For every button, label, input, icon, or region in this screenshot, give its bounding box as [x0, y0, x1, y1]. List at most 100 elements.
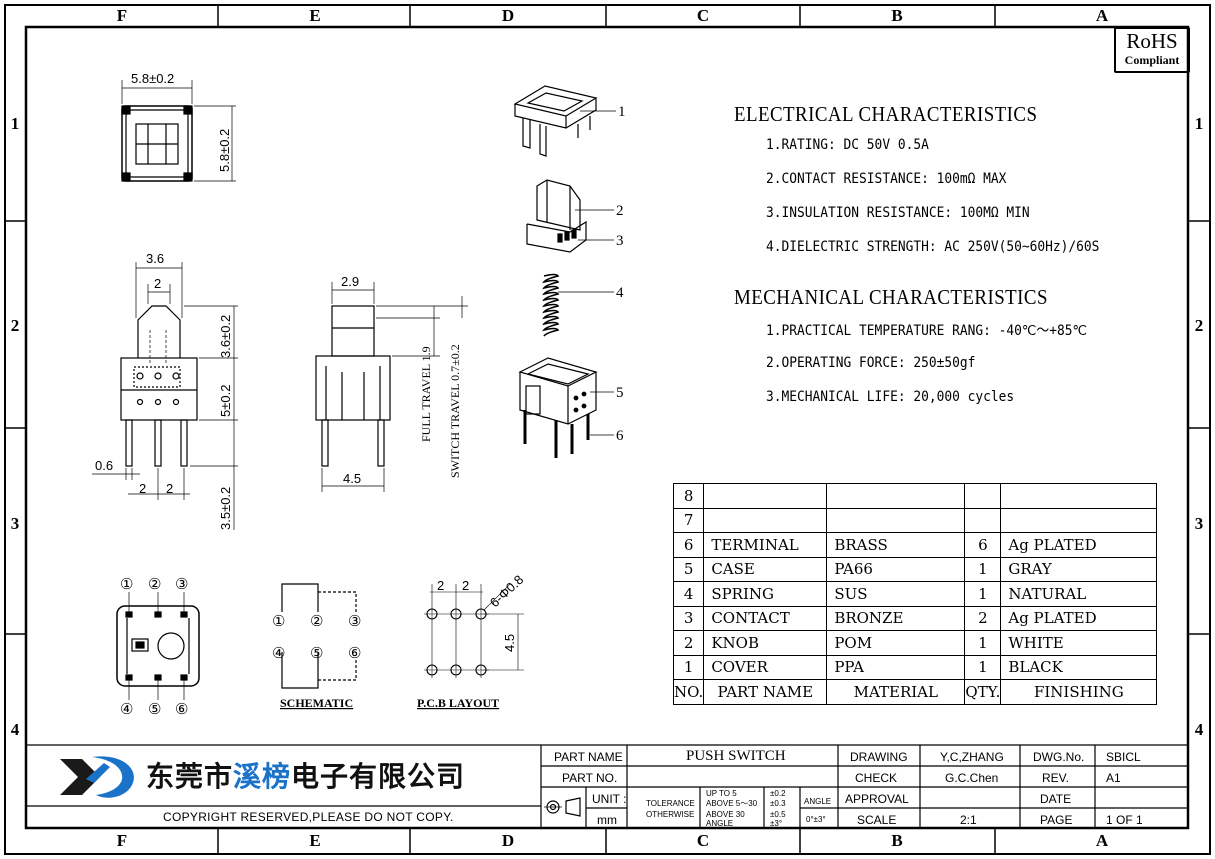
electrical-item-4: 4.DIELECTRIC STRENGTH: AC 250V(50~60Hz)/…	[766, 239, 1100, 255]
bom-cell-name: TERMINAL	[703, 532, 828, 558]
tb-rev: A1	[1106, 771, 1121, 785]
bom-cell-material: BRONZE	[826, 605, 966, 631]
bom-cell-name: COVER	[703, 654, 828, 680]
tb-tol-range-4: ANGLE	[706, 819, 734, 828]
dim-top-height: 5.8±0.2	[217, 129, 232, 172]
zone-left-4: 4	[10, 720, 20, 739]
mechanical-item-3: 3.MECHANICAL LIFE: 20,000 cycles	[766, 389, 1015, 405]
zone-right-1: 1	[1194, 114, 1204, 133]
bom-cell-material	[826, 483, 966, 509]
tb-tol-value-4: ±3°	[770, 819, 783, 828]
schematic-label: SCHEMATIC	[280, 696, 353, 710]
bom-cell-no: 2	[672, 630, 705, 656]
mechanical-item-1: 1.PRACTICAL TEMPERATURE RANG: -40℃～+85℃	[766, 323, 1087, 339]
schem-pin-1: ①	[272, 613, 285, 630]
dim-switch-travel: SWITCH TRAVEL 0.7±0.2	[448, 344, 462, 478]
front-view	[92, 262, 238, 530]
dim-front-width: 3.6	[146, 251, 164, 266]
zone-top-b: B	[891, 6, 903, 25]
pcb-pitch-b: 2	[462, 578, 469, 593]
schem-pin-2: ②	[310, 613, 323, 630]
tb-unit: mm	[597, 813, 617, 827]
bom-cell-qty: 1	[964, 581, 1002, 607]
dim-front-h1: 3.6±0.2	[218, 315, 233, 358]
bom-cell-qty	[964, 507, 1002, 533]
schem-pin-6: ⑥	[348, 645, 361, 662]
zone-bottom-a: A	[1095, 831, 1109, 850]
tb-drawing: Y,C,ZHANG	[940, 750, 1004, 764]
tb-tol-value-2: ±0.3	[770, 799, 786, 808]
mechanical-title: MECHANICAL CHARACTERISTICS	[734, 285, 1048, 309]
dim-full-travel: FULL TRAVEL 1.9	[419, 346, 433, 442]
bom-cell-no: 1	[672, 654, 705, 680]
pcb-height: 4.5	[502, 634, 517, 652]
dim-side-base: 4.5	[343, 471, 361, 486]
dim-front-h3: 3.5±0.2	[218, 487, 233, 530]
bom-cell-material: POM	[826, 630, 966, 656]
rohs-compliant: Compliant	[1124, 53, 1180, 67]
bom-header-name: PART NAME	[703, 679, 828, 705]
zone-bottom-d: D	[501, 831, 515, 850]
bom-cell-finishing: GRAY	[1000, 556, 1158, 582]
rohs-title: RoHS	[1126, 29, 1178, 53]
dim-side-width: 2.9	[341, 274, 359, 289]
zone-bottom-f: F	[116, 831, 128, 850]
tb-unit-label: UNIT :	[592, 792, 627, 806]
zone-right-3: 3	[1194, 514, 1204, 533]
bom-cell-finishing: WHITE	[1000, 630, 1158, 656]
company-name: 东莞市溪榜电子有限公司	[146, 755, 465, 795]
dim-top-width: 5.8±0.2	[131, 71, 174, 86]
pin-label-2: ②	[148, 576, 161, 593]
schematic	[281, 583, 357, 689]
tb-part-name-label: PART NAME	[554, 750, 623, 764]
exploded-parts	[513, 85, 616, 458]
company-logo-icon	[60, 756, 134, 798]
tb-scale-label: SCALE	[857, 813, 897, 827]
tb-otherwise-label: OTHERWISE	[646, 810, 695, 819]
zone-left-2: 2	[10, 316, 20, 335]
copyright-notice: COPYRIGHT RESERVED,PLEASE DO NOT COPY.	[163, 810, 454, 824]
bom-header-finishing: FINISHING	[1000, 679, 1158, 705]
callout-3: 3	[616, 233, 624, 249]
callout-1: 1	[618, 104, 626, 120]
bom-cell-qty	[964, 483, 1002, 509]
zone-bottom-b: B	[891, 831, 903, 850]
bom-cell-finishing	[1000, 507, 1158, 533]
bom-row: 8	[672, 483, 1158, 509]
tb-part-no-label: PART NO.	[562, 771, 618, 785]
tb-part-name: PUSH SWITCH	[686, 748, 786, 764]
zone-top-f: F	[116, 6, 128, 25]
zone-bottom-c: C	[696, 831, 710, 850]
top-view	[121, 80, 236, 182]
bom-cell-no: 7	[672, 507, 705, 533]
dim-pin-pitch-a: 2	[139, 481, 146, 496]
bom-cell-no: 4	[672, 581, 705, 607]
pin-label-4: ④	[120, 701, 133, 718]
zone-right-4: 4	[1194, 720, 1204, 739]
pin-label-1: ①	[120, 576, 133, 593]
zone-left-3: 3	[10, 514, 20, 533]
dim-front-h2: 5±0.2	[218, 385, 233, 417]
bom-cell-no: 6	[672, 532, 705, 558]
zone-top-e: E	[309, 6, 321, 25]
zone-top-d: D	[501, 6, 515, 25]
callout-4: 4	[616, 285, 624, 301]
tb-dwg-label: DWG.No.	[1033, 750, 1085, 764]
electrical-item-1: 1.RATING: DC 50V 0.5A	[766, 137, 929, 153]
zone-top-c: C	[696, 6, 710, 25]
tb-dwg: SBICL	[1106, 750, 1141, 764]
dim-front-inner: 2	[154, 276, 161, 291]
zone-bottom-e: E	[309, 831, 321, 850]
dim-pin-width: 0.6	[95, 458, 113, 473]
bom-cell-material: BRASS	[826, 532, 966, 558]
pcb-label: P.C.B LAYOUT	[417, 696, 499, 710]
tb-tol-range-1: UP TO 5	[706, 789, 737, 798]
tb-scale: 2:1	[960, 813, 977, 827]
company-name-4: 有限公司	[349, 760, 466, 793]
